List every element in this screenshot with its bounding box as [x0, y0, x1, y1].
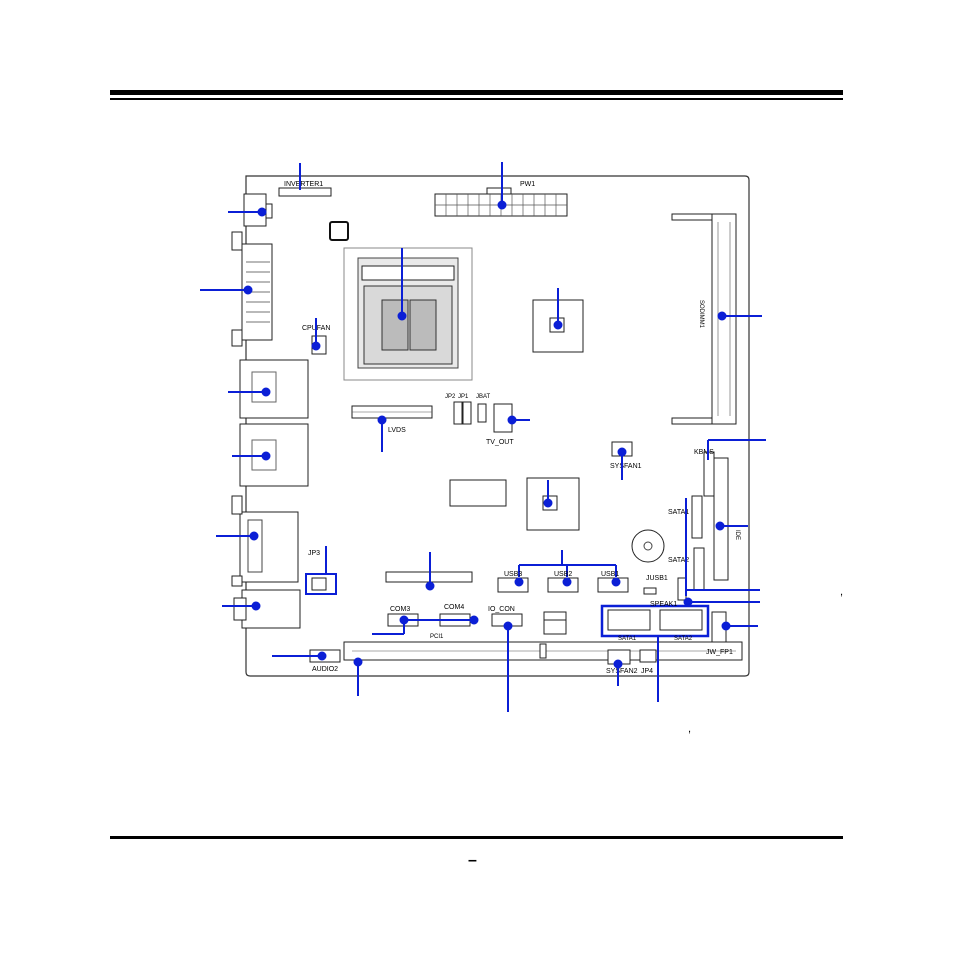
sata2-bottom — [659, 609, 703, 631]
sata2-vertical — [693, 547, 705, 591]
jp4-jumper — [639, 649, 657, 663]
label-jp2: JP2 — [445, 394, 456, 400]
label-sata1-right: SATA1 — [668, 509, 689, 516]
label-pw1: PW1 — [520, 181, 535, 188]
label-speak1: SPEAK1 — [650, 601, 677, 608]
mosfet-block — [543, 611, 567, 635]
comma-right: , — [840, 586, 843, 598]
header-rule-thin — [110, 98, 843, 100]
label-tv-out: TV_OUT — [486, 439, 514, 446]
speak1-header — [677, 577, 687, 601]
label-io-con: IO_CON — [488, 606, 515, 613]
label-com4: COM4 — [444, 604, 464, 611]
label-jp1: JP1 — [458, 394, 469, 400]
label-jp4: JP4 — [641, 668, 653, 675]
label-jusb1: JUSB1 — [646, 575, 668, 582]
label-ide: IDE — [734, 530, 740, 540]
io-chip — [329, 221, 349, 241]
label-inverter: INVERTER1 — [284, 181, 323, 188]
inverter-header — [278, 187, 332, 197]
label-sysfan2: SYSFAN2 — [606, 668, 638, 675]
label-usb2: USB2 — [554, 571, 572, 578]
header-rule-thick — [110, 90, 843, 95]
label-sysfan1: SYSFAN1 — [610, 463, 642, 470]
comma-bottom: , — [688, 723, 691, 735]
label-com3: COM3 — [390, 606, 410, 613]
jusb1-jumper — [643, 587, 657, 595]
sata1-vertical — [691, 495, 703, 539]
label-jp3: JP3 — [308, 550, 320, 557]
usb3-header — [497, 577, 529, 593]
label-usb1: USB1 — [601, 571, 619, 578]
label-audio2: AUDIO2 — [312, 666, 338, 673]
ide-header — [713, 457, 729, 581]
sata1-bottom — [607, 609, 651, 631]
jbat-jumper — [477, 403, 487, 423]
label-sata2-bottom: SATA2 — [674, 636, 693, 642]
footer-dash: – — [468, 852, 477, 869]
label-sata2-right: SATA2 — [668, 557, 689, 564]
board-outline — [245, 175, 750, 677]
label-sata1-bottom: SATA1 — [618, 636, 637, 642]
audio-jack — [241, 589, 301, 629]
label-kbms: KBMS — [694, 449, 714, 456]
label-pci: PCI1 — [430, 634, 444, 640]
label-sodimm: SODIMM1 — [698, 300, 704, 329]
jp2-jumper — [453, 401, 463, 425]
label-usb3: USB3 — [504, 571, 522, 578]
footer-rule — [110, 836, 843, 839]
bios-chip — [449, 479, 507, 507]
label-jw-fp1: JW_FP1 — [706, 649, 733, 656]
label-jbat: JBAT — [476, 394, 491, 400]
label-lvds: LVDS — [388, 427, 406, 434]
jp1-jumper — [462, 401, 472, 425]
